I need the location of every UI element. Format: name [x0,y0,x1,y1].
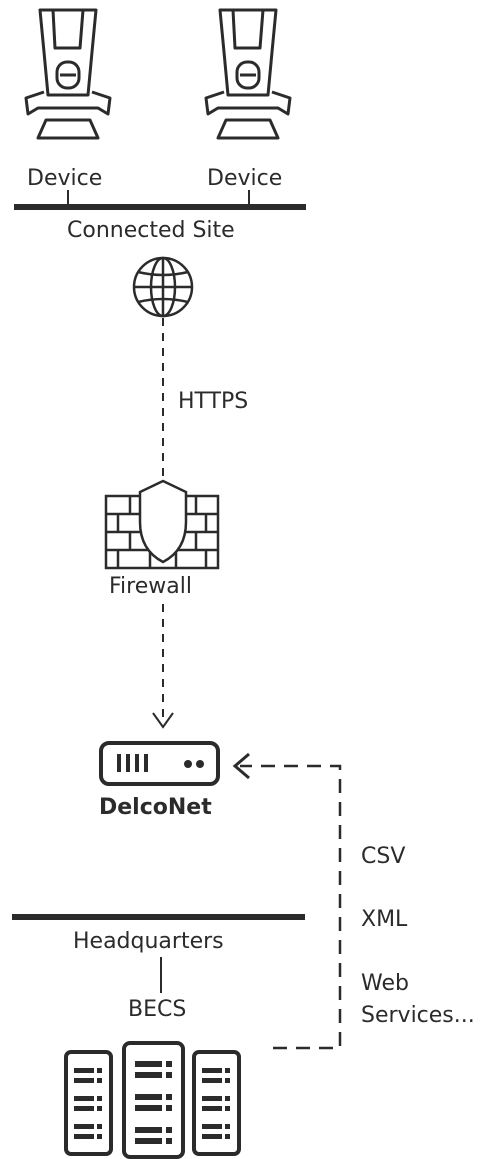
becs-label: BECS [128,997,187,1022]
services-label: Services... [361,1003,475,1028]
connected-site-label: Connected Site [67,218,235,243]
delconet-label: DelcoNet [99,795,212,820]
device-label: Device [207,166,283,191]
web-label: Web [361,971,409,996]
arrow-down-icon [152,712,174,729]
csv-label: CSV [361,844,406,869]
firewall-icon [104,479,220,570]
globe-icon [132,256,194,318]
server-rack-icon [64,1050,113,1156]
server-rack-icon [192,1050,241,1156]
arrow-left-icon [232,752,250,780]
data-export-link-line [240,764,342,1050]
xml-label: XML [361,907,408,932]
headquarters-label: Headquarters [73,929,224,954]
device-label: Device [27,166,103,191]
https-label: HTTPS [178,389,249,414]
device-icon [24,8,112,140]
device-icon [204,8,292,140]
server-icon [99,741,220,786]
firewall-label: Firewall [109,574,192,599]
